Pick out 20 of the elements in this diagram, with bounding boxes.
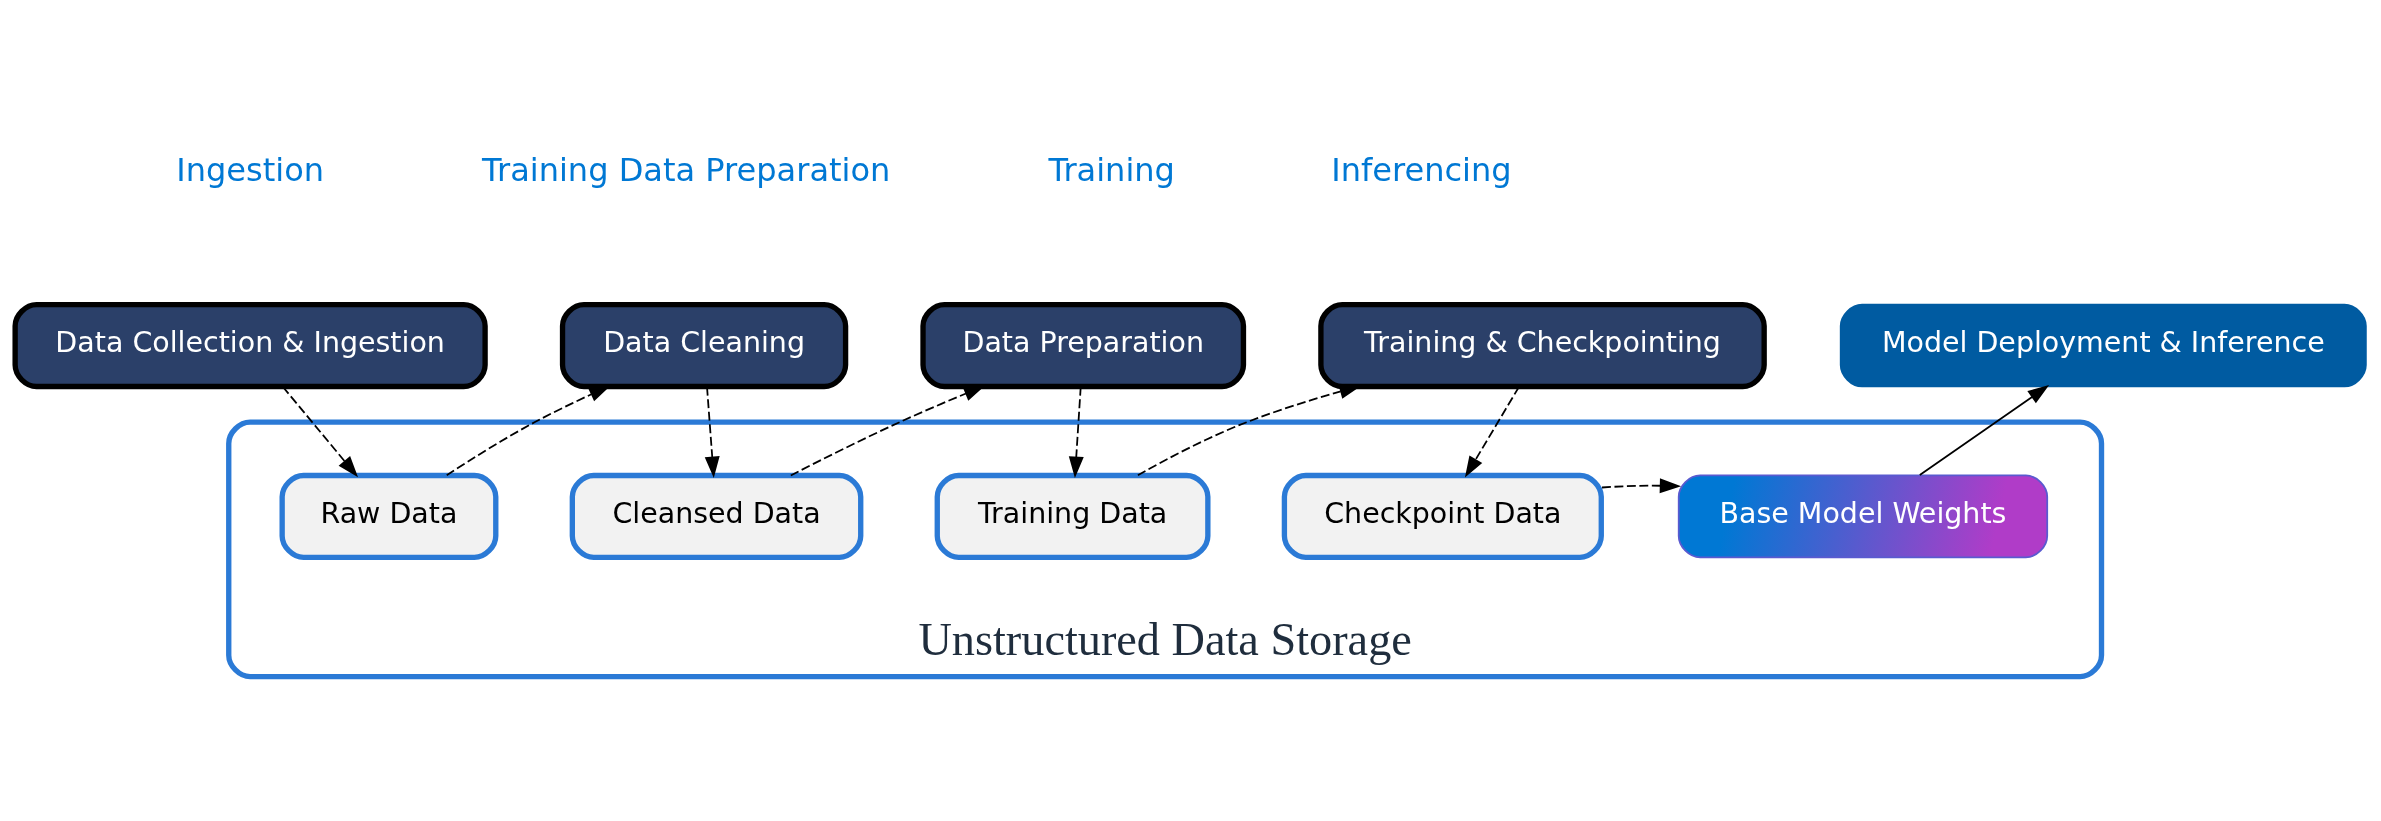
arrow: [1918, 385, 2050, 476]
label: Training: [1048, 150, 1175, 189]
label: Ingestion: [176, 150, 325, 189]
node-box: Cleansed Data: [569, 472, 864, 561]
node-box: Data Cleaning: [559, 301, 849, 390]
node-box: Checkpoint Data: [1281, 472, 1604, 561]
label: Training Data Preparation: [482, 150, 891, 189]
arrow: [282, 386, 358, 478]
arrow: [1464, 386, 1520, 478]
arrow: [1068, 386, 1084, 478]
node-box: Raw Data: [279, 472, 499, 561]
node-box: Base Model Weights: [1677, 474, 2049, 559]
node-box: Data Preparation: [920, 301, 1247, 390]
node-box: Data Collection & Ingestion: [12, 301, 488, 390]
arrow: [1601, 478, 1682, 494]
node-box: Training Data: [934, 472, 1211, 561]
node-box: Model Deployment & Inference: [1839, 303, 2367, 388]
label: Inferencing: [1331, 150, 1512, 189]
arrow: [704, 386, 720, 478]
node-box: Training & Checkpointing: [1318, 301, 1767, 390]
